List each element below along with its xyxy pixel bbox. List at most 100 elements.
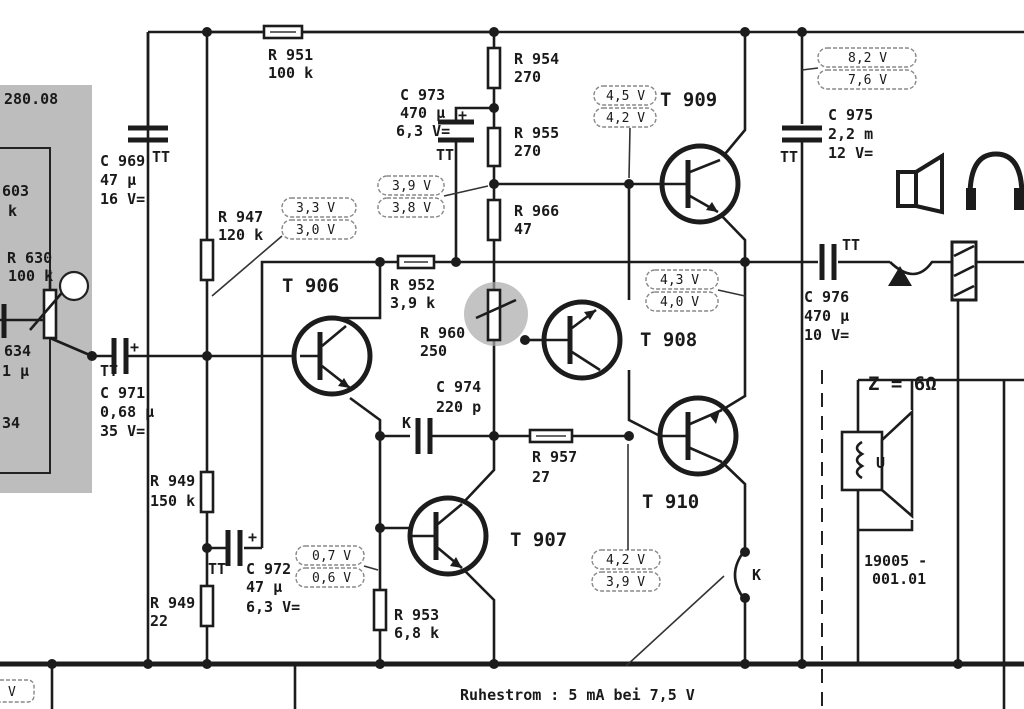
label-speaker-part2: 001.01: [872, 570, 926, 588]
voltage-4-2-bottom: 4,2 V: [606, 553, 645, 568]
transistors: [291, 143, 741, 577]
label-impedance: Z = 6Ω: [868, 373, 937, 395]
footer-note: Ruhestrom : 5 mA bei 7,5 V: [460, 686, 695, 704]
label-r953-value: 6,8 k: [394, 624, 439, 642]
voltage-7-6: 7,6 V: [848, 73, 887, 88]
transistor-t908: [540, 299, 623, 381]
label-c972-ref: C 972: [246, 560, 291, 578]
headphones-icon: [966, 151, 1024, 210]
resistor-r630: [42, 288, 58, 340]
component-labels: R 951 100 k R 954 270 R 955 270 R 966 47…: [100, 46, 937, 642]
label-r949b-ref: R 949: [150, 594, 195, 612]
resistor-r966: [486, 198, 502, 242]
speaker-symbol: [840, 409, 914, 519]
voltage-3-3: 3,3 V: [296, 201, 335, 216]
label-r955-value: 270: [514, 142, 541, 160]
left-module: 280.08 603 k R 630 100 k 634 1 µ 34: [0, 85, 93, 493]
voltage-3-0: 3,0 V: [296, 223, 335, 238]
resistor-r955: [486, 126, 502, 168]
label-r954-ref: R 954: [514, 50, 559, 68]
label-r957-ref: R 957: [532, 448, 577, 466]
resistor-r947: [199, 238, 215, 282]
label-c971-tt: TT: [100, 362, 118, 380]
label-r960-value: 250: [420, 342, 447, 360]
label-c973-value: 470 µ: [400, 104, 445, 122]
label-t908: T 908: [640, 329, 697, 351]
label-r947-value: 120 k: [218, 226, 263, 244]
jumper-k: [733, 547, 750, 603]
label-c973-plus: +: [458, 106, 467, 124]
loudspeaker-icon: [896, 152, 944, 215]
resistor-r949-22: [199, 584, 215, 628]
label-c972-value: 47 µ: [246, 578, 282, 596]
label-c972-tt: TT: [208, 560, 226, 578]
label-c971-ref: C 971: [100, 384, 145, 402]
module-label-280: 280.08: [4, 90, 58, 108]
label-r951-value: 100 k: [268, 64, 313, 82]
label-c971-rating: 35 V=: [100, 422, 145, 440]
label-c975-rating: 12 V=: [828, 144, 873, 162]
label-c974-ref: C 974: [436, 378, 481, 396]
capacitor-c974: [415, 418, 433, 454]
label-r951-ref: R 951: [268, 46, 313, 64]
resistor-r960: [486, 288, 502, 342]
label-r947-ref: R 947: [218, 208, 263, 226]
voltage-0-7: 0,7 V: [312, 549, 351, 564]
capacitor-c976: [819, 244, 837, 280]
voltage-4-3: 4,3 V: [660, 273, 699, 288]
label-r966-value: 47: [514, 220, 532, 238]
capacitor-c972: [225, 530, 243, 566]
module-label-603: 603: [2, 182, 29, 200]
transistor-t907: [407, 495, 489, 577]
label-r949a-value: 150 k: [150, 492, 195, 510]
capacitor-c971: [111, 338, 129, 374]
resistors: [199, 24, 574, 632]
resistor-r953: [372, 588, 388, 632]
label-c969-ref: C 969: [100, 152, 145, 170]
label-c975-ref: C 975: [828, 106, 873, 124]
label-c974-value: 220 p: [436, 398, 481, 416]
resistor-r949-150k: [199, 470, 215, 514]
module-label-1u: 1 µ: [2, 362, 29, 380]
module-label-34: 34: [2, 414, 20, 432]
capacitor-c973: [438, 119, 474, 143]
label-r954-value: 270: [514, 68, 541, 86]
label-r960-ref: R 960: [420, 324, 465, 342]
module-label-634: 634: [4, 342, 31, 360]
label-c973-rating: 6,3 V=: [396, 122, 450, 140]
label-c969-rating: 16 V=: [100, 190, 145, 208]
transistor-t910: [657, 395, 739, 477]
label-t910: T 910: [642, 491, 699, 513]
label-r949b-value: 22: [150, 612, 168, 630]
wiring: [92, 30, 1024, 664]
module-label-100k: 100 k: [8, 267, 53, 285]
label-c971-plus: +: [130, 338, 139, 356]
voltage-4-0: 4,0 V: [660, 295, 699, 310]
label-r966-ref: R 966: [514, 202, 559, 220]
label-r949a-ref: R 949: [150, 472, 195, 490]
voltage-3-8: 3,8 V: [392, 201, 431, 216]
label-c973-tt: TT: [436, 146, 454, 164]
label-t907: T 907: [510, 529, 567, 551]
label-jumper-k: K: [752, 566, 761, 584]
capacitor-c969: [128, 32, 168, 143]
junction-dots: [47, 27, 963, 669]
module-label-r630: R 630: [7, 249, 52, 267]
module-label-k: k: [8, 202, 17, 220]
label-r955-ref: R 955: [514, 124, 559, 142]
transistor-t906: [291, 315, 373, 397]
output-section: [840, 151, 1024, 519]
capacitors: [111, 32, 837, 566]
label-c969-tt: TT: [152, 148, 170, 166]
label-c976-value: 470 µ: [804, 307, 849, 325]
label-t909: T 909: [660, 89, 717, 111]
voltage-left-bottom: V: [8, 685, 16, 700]
label-c976-tt: TT: [842, 236, 860, 254]
voltage-3-9-bottom: 3,9 V: [606, 575, 645, 590]
voltage-annotations: 8,2 V 7,6 V 4,5 V 4,2 V 3,9 V 3,8 V 3,3 …: [0, 47, 917, 703]
voltage-3-9-mid: 3,9 V: [392, 179, 431, 194]
label-c976-ref: C 976: [804, 288, 849, 306]
label-c969-value: 47 µ: [100, 171, 136, 189]
supply-rails: [0, 30, 1024, 709]
